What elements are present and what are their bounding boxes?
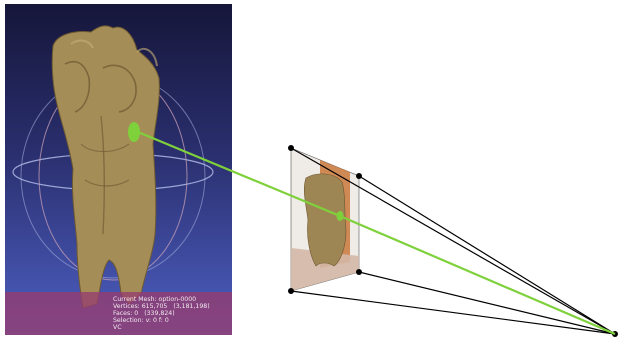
projection-ray xyxy=(138,132,615,334)
selected-point-marker[interactable] xyxy=(128,122,140,142)
projected-point-marker xyxy=(337,211,344,221)
